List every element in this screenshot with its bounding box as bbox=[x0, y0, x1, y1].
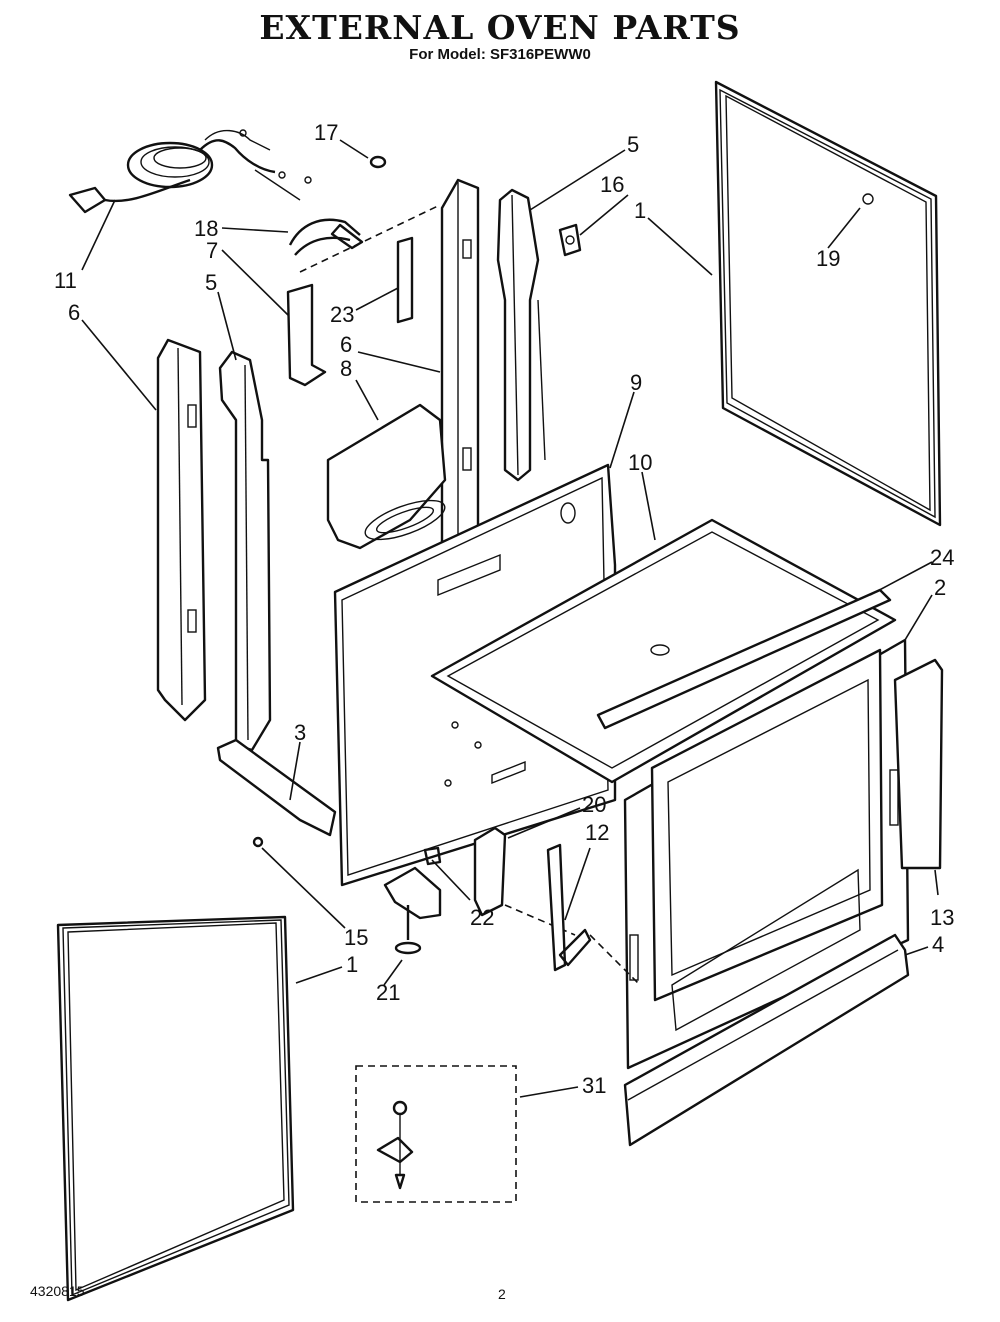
callout-2: 2 bbox=[934, 575, 946, 600]
hardware-kit-part-31 bbox=[355, 1065, 517, 1203]
callout-31: 31 bbox=[582, 1073, 606, 1098]
bottom-bracket-part-3 bbox=[216, 738, 337, 837]
callout-12: 12 bbox=[585, 820, 609, 845]
strip-part-23 bbox=[396, 236, 414, 324]
bracket-part-7 bbox=[286, 204, 441, 387]
callout-1-bottom: 1 bbox=[346, 952, 358, 977]
callout-8: 8 bbox=[340, 356, 352, 381]
callout-labels: 17 5 16 1 19 18 7 11 5 6 23 6 8 9 10 24 … bbox=[54, 120, 954, 1098]
document-number: 4320815 bbox=[30, 1283, 85, 1299]
callout-7: 7 bbox=[206, 238, 218, 263]
callout-13: 13 bbox=[930, 905, 954, 930]
callout-3: 3 bbox=[294, 720, 306, 745]
leg-bracket-part-22 bbox=[383, 846, 442, 920]
hinge-part-20 bbox=[473, 826, 576, 936]
callout-22: 22 bbox=[470, 905, 494, 930]
leader-lines bbox=[81, 139, 939, 1098]
hinge-arm-part-12 bbox=[546, 843, 641, 986]
callout-6-center: 6 bbox=[340, 332, 352, 357]
callout-18: 18 bbox=[194, 216, 218, 241]
rear-rail-left-part bbox=[156, 338, 207, 722]
heat-shield-part-8 bbox=[326, 403, 447, 550]
callout-5-left: 5 bbox=[205, 270, 217, 295]
screw-part-15 bbox=[252, 836, 264, 848]
callout-6-left: 6 bbox=[68, 300, 80, 325]
callout-17: 17 bbox=[314, 120, 338, 145]
callout-21: 21 bbox=[376, 980, 400, 1005]
side-trim-part-13 bbox=[893, 658, 944, 870]
rear-rail-center-part bbox=[440, 178, 480, 557]
page-title: EXTERNAL OVEN PARTS bbox=[259, 8, 741, 47]
callout-10: 10 bbox=[628, 450, 652, 475]
callout-9: 9 bbox=[630, 370, 642, 395]
leveling-leg-part-21 bbox=[394, 905, 422, 955]
front-frame-part-2 bbox=[623, 638, 910, 1070]
upright-right-part bbox=[496, 188, 546, 482]
clip-part-17 bbox=[369, 155, 387, 169]
callout-11: 11 bbox=[54, 268, 77, 293]
side-panel-right-part bbox=[714, 80, 942, 527]
model-subtitle: For Model: SF316PEWW0 bbox=[409, 46, 591, 63]
callout-15: 15 bbox=[344, 925, 368, 950]
side-panel-left-part bbox=[56, 915, 295, 1302]
top-panel-part-10 bbox=[430, 518, 897, 784]
clip-part-16 bbox=[558, 223, 582, 257]
callout-23: 23 bbox=[330, 302, 354, 327]
callout-1-top: 1 bbox=[634, 198, 646, 223]
trim-strip-part-24 bbox=[596, 588, 892, 730]
power-cord-part bbox=[68, 129, 312, 214]
upright-left-part bbox=[218, 350, 272, 752]
callout-16: 16 bbox=[600, 172, 624, 197]
bottom-trim-part-4 bbox=[623, 933, 910, 1147]
page-number: 2 bbox=[498, 1286, 506, 1302]
wire-harness-part bbox=[288, 218, 364, 256]
callout-20: 20 bbox=[582, 792, 606, 817]
callout-19: 19 bbox=[816, 246, 840, 271]
callout-5-right: 5 bbox=[627, 132, 639, 157]
callout-24: 24 bbox=[930, 545, 954, 570]
callout-4: 4 bbox=[932, 932, 944, 957]
